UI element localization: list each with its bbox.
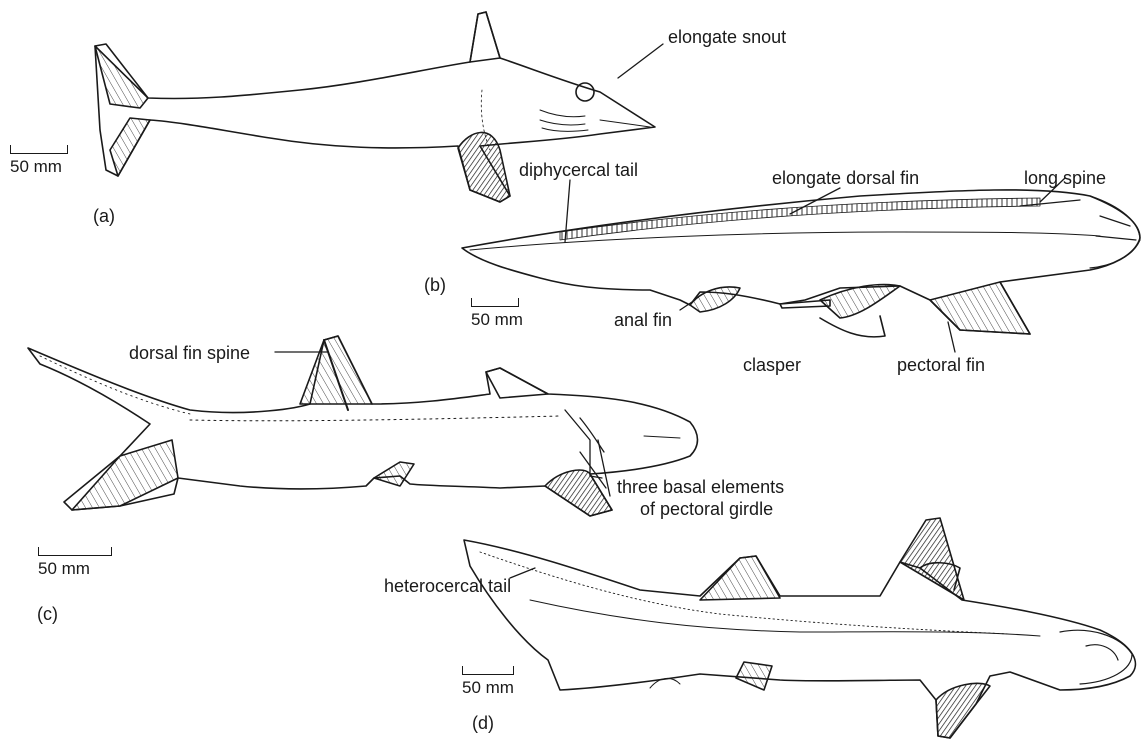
- scale-bar-c-line: [38, 547, 112, 556]
- label-diphycercal-tail: diphycercal tail: [519, 160, 638, 180]
- label-elongate-snout: elongate snout: [668, 27, 786, 47]
- fish-c-dorsal-fin-1: [300, 336, 372, 404]
- fish-a-tail-lower: [110, 118, 150, 176]
- fish-a-tail-upper: [95, 46, 148, 108]
- label-dorsal-fin-spine: dorsal fin spine: [129, 343, 250, 363]
- fish-b-pelvic-fin: [820, 285, 900, 318]
- fish-d-head: [1060, 630, 1132, 684]
- scale-bar-c-label: 50 mm: [38, 559, 90, 579]
- label-long-spine: long spine: [1024, 168, 1106, 188]
- label-basal-elements-line1: three basal elements: [617, 477, 784, 497]
- fish-d-dorsal-fin-1: [700, 556, 780, 600]
- fish-b-head: [1090, 196, 1140, 268]
- fish-b-anal-fin: [690, 287, 740, 312]
- scale-bar-d-line: [462, 666, 514, 675]
- fish-b-clasper: [780, 300, 830, 308]
- label-clasper: clasper: [743, 355, 801, 375]
- panel-letter-a: (a): [93, 206, 115, 226]
- fish-c-dorsal-fin-2: [486, 368, 548, 398]
- label-pectoral-fin: pectoral fin: [897, 355, 985, 375]
- label-elongate-dorsal-fin: elongate dorsal fin: [772, 168, 919, 188]
- fish-a-gills: [540, 110, 588, 131]
- fish-a-dorsal-fin: [470, 12, 500, 62]
- label-basal-elements-line2: of pectoral girdle: [640, 499, 773, 519]
- panel-letter-c: (c): [37, 604, 58, 624]
- label-heterocercal-tail: heterocercal tail: [384, 576, 511, 596]
- fish-c-tail-upper-dots: [40, 356, 190, 414]
- leader-a-snout: [618, 44, 663, 78]
- fish-d: [464, 518, 1135, 738]
- scale-bar-d-label: 50 mm: [462, 678, 514, 698]
- fish-c-vertebrae: [190, 416, 560, 421]
- fish-d-pelvic-fin: [736, 662, 772, 690]
- panel-letter-d: (d): [472, 713, 494, 733]
- leader-c-basal-3: [598, 440, 610, 496]
- fish-c: [28, 336, 698, 516]
- fish-a-eye: [576, 83, 594, 101]
- fish-c-pectoral-fin: [545, 470, 612, 516]
- fish-b-dorsal-ribs: [560, 198, 1040, 240]
- scale-bar-b-line: [471, 298, 519, 307]
- fish-d-pectoral-fin: [936, 683, 990, 738]
- fish-a-pectoral-fin: [458, 132, 510, 202]
- label-anal-fin: anal fin: [614, 310, 672, 330]
- fish-c-mouth: [644, 436, 680, 438]
- fish-b: [462, 190, 1140, 337]
- leader-b-pectoral: [948, 322, 955, 352]
- leader-d-tail: [510, 568, 535, 578]
- fish-b-ventral-fin-2: [820, 316, 885, 337]
- scale-bar-a-label: 50 mm: [10, 157, 62, 177]
- panel-letter-b: (b): [424, 275, 446, 295]
- fish-d-vertebrae: [530, 600, 1040, 636]
- fish-d-outline: [464, 540, 1135, 738]
- scale-bar-a-line: [10, 145, 68, 154]
- fish-b-pectoral-fin: [930, 282, 1030, 334]
- scale-bar-b-label: 50 mm: [471, 310, 523, 330]
- fish-a-snout-line: [600, 120, 650, 127]
